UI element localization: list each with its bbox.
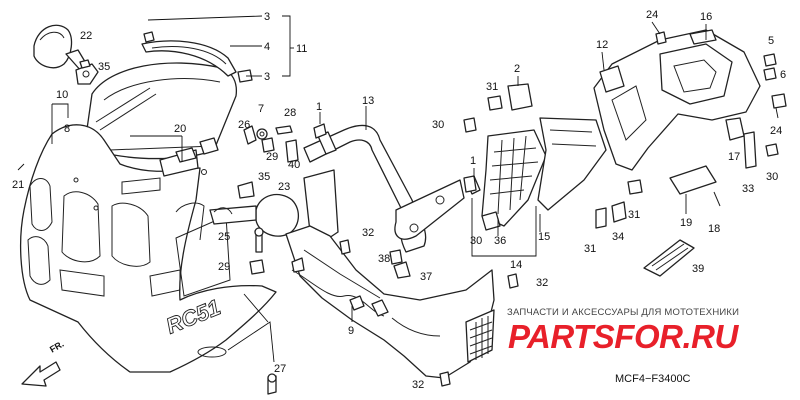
callout-30b: 30 — [470, 235, 482, 247]
callout-13: 13 — [362, 95, 374, 107]
watermark-logo[interactable]: PARTSFOR.RU — [508, 318, 738, 356]
callout-14: 14 — [510, 259, 522, 271]
side-panel-left — [175, 215, 231, 297]
callout-12: 12 — [596, 39, 608, 51]
callout-numbers: 22 35 10 8 20 21 3 4 3 11 7 28 26 29 40 … — [12, 9, 786, 391]
inner-panel-15 — [537, 117, 607, 211]
lower-cowl — [285, 225, 519, 387]
callout-2: 2 — [514, 63, 520, 75]
callout-31a: 31 — [486, 81, 498, 93]
callout-28: 28 — [284, 107, 296, 119]
leader-lines — [17, 15, 779, 363]
callout-27: 27 — [274, 363, 286, 375]
hardware-25-29-27 — [249, 227, 277, 395]
callout-31c: 31 — [584, 243, 596, 255]
callout-19: 19 — [680, 217, 692, 229]
callout-26: 26 — [238, 119, 250, 131]
callout-29: 29 — [266, 151, 278, 163]
small-hardware-cluster — [175, 125, 299, 163]
callout-3b: 3 — [264, 71, 270, 83]
mesh-inner-panel — [481, 129, 547, 231]
callout-6: 6 — [780, 69, 786, 81]
callout-10: 10 — [56, 89, 68, 101]
callout-17: 17 — [728, 151, 740, 163]
logo-part-2: FOR — [614, 318, 683, 355]
watermark-caption: ЗАПЧАСТИ И АКСЕССУАРЫ ДЛЯ МОТОТЕХНИКИ — [507, 307, 740, 318]
callout-37: 37 — [420, 271, 432, 283]
logo-part-1: PARTS — [508, 318, 615, 355]
hardware-lower-right — [463, 83, 721, 277]
mirror-right — [209, 193, 299, 237]
callout-32a: 32 — [362, 227, 374, 239]
callout-33: 33 — [742, 183, 754, 195]
upper-stay-bracket — [593, 29, 761, 171]
diagram-code: MCF4−F3400C — [615, 373, 691, 385]
callout-24a: 24 — [646, 9, 658, 21]
callout-35: 35 — [98, 61, 110, 73]
direction-arrow — [21, 361, 61, 387]
callout-34: 34 — [612, 231, 624, 243]
mirror-left — [33, 24, 91, 73]
callout-23: 23 — [278, 181, 290, 193]
callout-32c: 32 — [412, 379, 424, 391]
windscreen — [85, 62, 238, 160]
callout-22: 22 — [80, 30, 92, 42]
callout-35b: 35 — [258, 171, 270, 183]
callout-9: 9 — [348, 325, 354, 337]
hardware-32-38-37 — [339, 239, 411, 279]
callout-7: 7 — [258, 103, 264, 115]
logo-part-3: .RU — [682, 318, 738, 355]
callout-21: 21 — [12, 179, 24, 191]
callout-31b: 31 — [628, 209, 640, 221]
callout-24b: 24 — [770, 125, 782, 137]
small-parts-right — [655, 31, 787, 169]
callout-30a: 30 — [432, 119, 444, 131]
callout-29b: 29 — [218, 261, 230, 273]
hardware-35 — [237, 181, 255, 199]
callout-32b: 32 — [536, 277, 548, 289]
callout-5: 5 — [768, 35, 774, 47]
callout-16: 16 — [700, 11, 712, 23]
callout-38: 38 — [378, 253, 390, 265]
callout-25: 25 — [218, 231, 230, 243]
callout-36: 36 — [494, 235, 506, 247]
callout-18: 18 — [708, 223, 720, 235]
callout-15: 15 — [538, 231, 550, 243]
callout-4: 4 — [264, 41, 270, 53]
screen-garnish — [141, 31, 253, 83]
callout-1a: 1 — [316, 101, 322, 113]
mirror-stay-left — [75, 59, 99, 85]
screw-1 — [313, 123, 327, 139]
callout-20: 20 — [174, 123, 186, 135]
callout-39: 39 — [692, 263, 704, 275]
upper-cowl — [19, 124, 277, 373]
callout-1b: 1 — [470, 155, 476, 167]
callout-30c: 30 — [766, 171, 778, 183]
callout-40: 40 — [288, 159, 300, 171]
callout-8: 8 — [64, 123, 70, 135]
callout-3a: 3 — [264, 11, 270, 23]
callout-11: 11 — [296, 43, 307, 55]
